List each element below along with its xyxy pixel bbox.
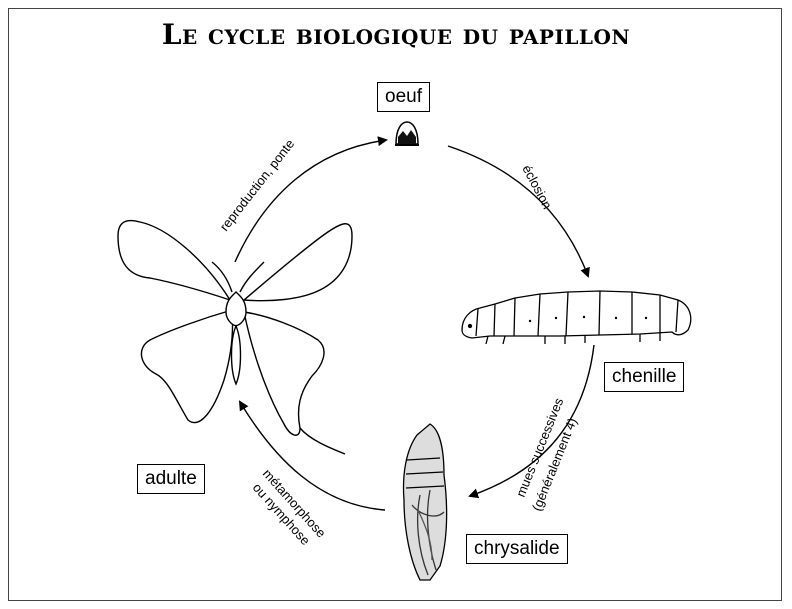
caterpillar-illustration (462, 291, 691, 344)
arrow-hatching (448, 146, 588, 276)
label-reproduction: reproduction, ponte (217, 136, 298, 234)
butterfly-illustration (118, 221, 352, 454)
stage-label-chrysalis: chrysalide (466, 534, 568, 564)
stage-label-adult: adulte (137, 464, 205, 494)
stage-label-egg: oeuf (377, 82, 430, 112)
chrysalis-illustration (404, 424, 447, 580)
egg-illustration (395, 122, 419, 145)
arrow-reproduction (235, 140, 386, 262)
stage-label-caterpillar: chenille (604, 362, 684, 392)
